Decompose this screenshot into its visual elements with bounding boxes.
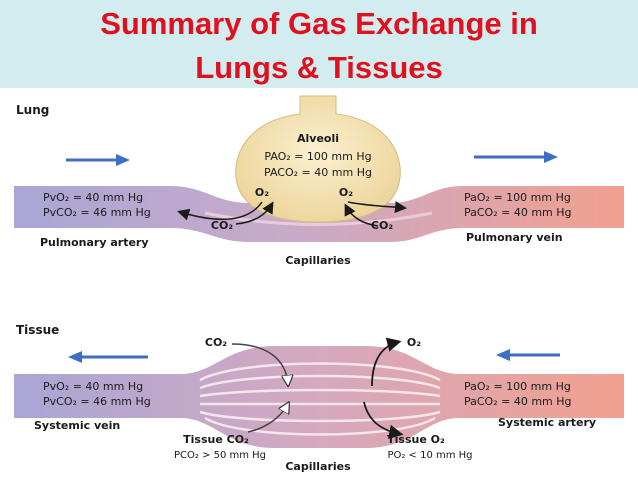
pulmonary-vein-label: Pulmonary vein <box>466 231 563 244</box>
systemic-vein-label: Systemic vein <box>34 419 120 432</box>
systemic-artery-label: Systemic artery <box>498 416 596 429</box>
tissue-section-label: Tissue <box>16 323 59 337</box>
o2-diffusion-arrow-icon <box>363 401 404 439</box>
o2-left-label: O₂ <box>255 186 269 199</box>
systemic-vessel <box>14 346 624 448</box>
tissue-co2-top-label: CO₂ <box>205 336 227 349</box>
o2-diffusion-arrow-icon <box>177 201 263 221</box>
tissue-co2-label: Tissue CO₂ <box>183 433 249 446</box>
slide-title-line-1: Summary of Gas Exchange in <box>100 6 538 41</box>
alveolus <box>235 95 401 223</box>
slide-title-line-2: Lungs & Tissues <box>195 50 443 85</box>
systemic-venous-po2: PvO₂ = 40 mm Hg <box>43 380 143 393</box>
co2-right-label: CO₂ <box>371 219 393 232</box>
alveolar-pco2: PACO₂ = 40 mm Hg <box>264 166 372 179</box>
tissue-po2-value: PO₂ < 10 mm Hg <box>387 450 472 461</box>
pulmonary-venous-po2: PvO₂ = 40 mm Hg <box>43 191 143 204</box>
title-band: Summary of Gas Exchange in Lungs & Tissu… <box>0 0 638 88</box>
tissue-o2-top-label: O₂ <box>407 336 421 349</box>
tissue-o2-label: Tissue O₂ <box>387 433 445 446</box>
lung-capillaries-label: Capillaries <box>285 254 351 267</box>
systemic-venous-pco2: PvCO₂ = 46 mm Hg <box>43 395 151 408</box>
pulmonary-artery-label: Pulmonary artery <box>40 236 149 249</box>
flow-arrow-icon <box>496 349 560 361</box>
gas-exchange-diagram: Lung Alveoli PAO₂ = 100 mm Hg PACO₂ = 40… <box>14 95 624 473</box>
co2-diffusion-arrow-icon <box>231 343 288 384</box>
co2-diffusion-arrow-icon <box>235 201 274 225</box>
co2-diffusion-arrow-icon <box>247 404 288 433</box>
alveolar-po2: PAO₂ = 100 mm Hg <box>264 150 371 163</box>
systemic-arterial-po2: PaO₂ = 100 mm Hg <box>464 380 571 393</box>
systemic-arterial-pco2: PaCO₂ = 40 mm Hg <box>464 395 572 408</box>
flow-arrow-icon <box>66 154 130 166</box>
tissue-capillaries-label: Capillaries <box>285 460 351 473</box>
pulmonary-venous-pco2: PvCO₂ = 46 mm Hg <box>43 206 151 219</box>
alveoli-label: Alveoli <box>297 132 339 145</box>
o2-diffusion-arrow-icon <box>347 201 407 214</box>
pulmonary-arterial-pco2: PaCO₂ = 40 mm Hg <box>464 206 572 219</box>
flow-arrow-icon <box>474 151 558 163</box>
o2-diffusion-arrow-icon <box>371 337 402 387</box>
tissue-pco2-value: PCO₂ > 50 mm Hg <box>174 450 266 461</box>
flow-arrow-icon <box>68 351 148 363</box>
co2-left-label: CO₂ <box>211 219 233 232</box>
capillary-bundle <box>199 362 441 436</box>
o2-right-label: O₂ <box>339 186 353 199</box>
co2-diffusion-arrow-icon <box>344 203 379 227</box>
lung-section-label: Lung <box>16 103 49 117</box>
pulmonary-arterial-po2: PaO₂ = 100 mm Hg <box>464 191 571 204</box>
